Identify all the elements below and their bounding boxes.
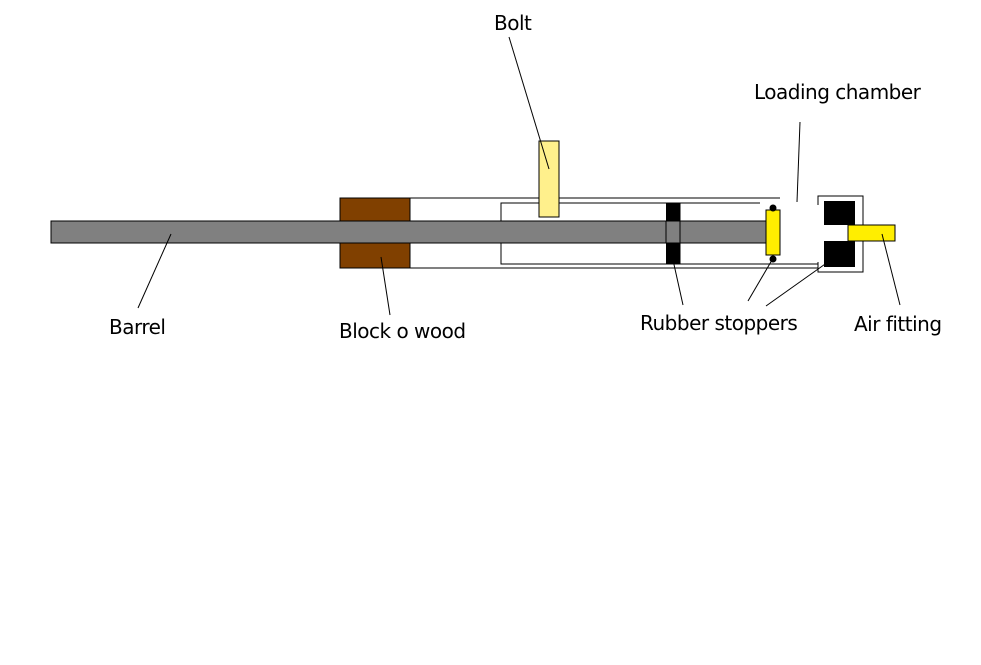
label-barrel: Barrel	[109, 315, 166, 339]
o-ring-bottom	[769, 255, 777, 263]
o-ring-top	[769, 204, 777, 212]
leader-air-fitting	[881, 233, 901, 306]
bolt-handle	[538, 140, 560, 218]
barrel	[50, 220, 773, 244]
leader-rubber-stopper-3	[765, 261, 829, 307]
air-fitting	[847, 224, 896, 242]
chamber-body	[680, 202, 818, 265]
end-cap-stopper-top	[824, 201, 855, 225]
leader-bolt	[508, 36, 550, 170]
leader-block-o-wood	[380, 256, 391, 316]
end-cap-stopper-bottom	[824, 241, 855, 267]
label-bolt: Bolt	[494, 11, 532, 35]
valve-piece	[765, 209, 781, 256]
leader-rubber-stopper-2	[747, 259, 773, 302]
rubber-stopper-gap	[665, 220, 681, 244]
leader-rubber-stopper-1	[672, 259, 684, 306]
leader-barrel	[137, 233, 172, 309]
leader-loading-chamber	[796, 121, 801, 203]
label-air-fitting: Air fitting	[854, 312, 942, 336]
label-loading-chamber: Loading chamber	[754, 80, 922, 104]
label-block-o-wood: Block o wood	[339, 319, 466, 343]
label-rubber-stoppers: Rubber stoppers	[640, 311, 797, 335]
